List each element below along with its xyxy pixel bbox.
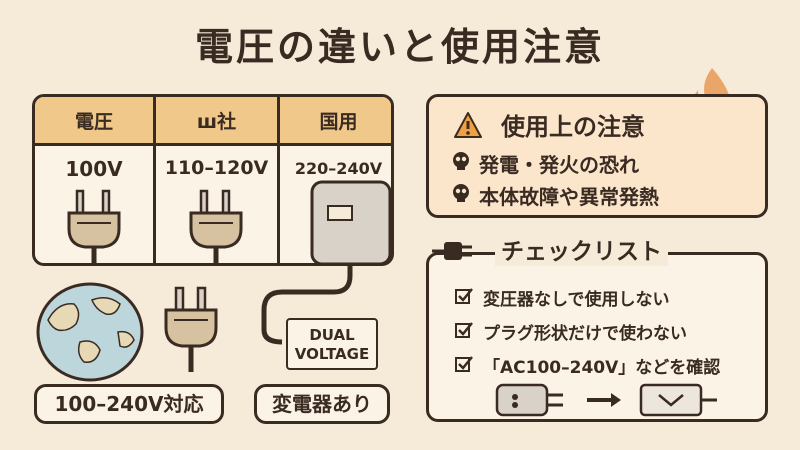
universal-plug-icon [164,286,218,372]
caution-title: 使用上の注意 [501,113,645,141]
caution-item-failure: 本体故障や異常発熱 [479,185,659,209]
plug-b-icon [189,189,243,263]
checklist-title: チェックリスト [495,232,668,266]
dual-voltage-badge: DUAL VOLTAGE [286,318,378,370]
caution-item-fire: 発電・発火の恐れ [479,153,639,177]
skull-icon [453,184,469,202]
label-transformer: 変電器あり [254,384,390,424]
checkbox-checked-icon [455,288,473,304]
plug-cord-icon [432,242,472,260]
table-cell-110-120v: 110–120V [164,157,269,179]
table-header-company: ш社 [196,111,237,133]
checkbox-checked-icon [455,356,473,372]
table-cell-220-240v: 220–240V [294,159,383,178]
table-header-row [35,97,391,146]
voltage-table: 電圧 ш社 国用 100V 110–120V 220–240V [32,94,394,266]
checklist-panel: 変圧器なしで使用しない プラグ形状だけで使わない 「AC100–240V」などを… [426,252,768,422]
warning-icon [454,112,482,138]
outlet-to-device-illustration [495,383,717,417]
ac-adapter-icon [261,180,392,345]
checklist-item-plug-shape: プラグ形状だけで使わない [483,324,687,344]
table-divider [277,97,280,263]
skull-icon [453,152,469,170]
checklist-item-confirm-ac: 「AC100–240V」などを確認 [483,358,721,378]
label-100-240v-support: 100–240V対応 [34,384,224,424]
table-cell-100v: 100V [65,157,123,181]
globe-icon [36,282,144,382]
page-title: 電圧の違いと使用注意 [194,25,605,69]
checkbox-checked-icon [455,322,473,338]
dual-voltage-text: DUAL VOLTAGE [294,326,370,363]
checklist-item-no-transformer: 変圧器なしで使用しない [483,290,670,310]
table-header-voltage: 電圧 [74,111,113,133]
table-header-country: 国用 [319,111,358,133]
plug-a-icon [67,189,121,263]
table-divider [153,97,156,263]
caution-panel: 使用上の注意 発電・発火の恐れ 本体故障や異常発熱 [426,94,768,218]
